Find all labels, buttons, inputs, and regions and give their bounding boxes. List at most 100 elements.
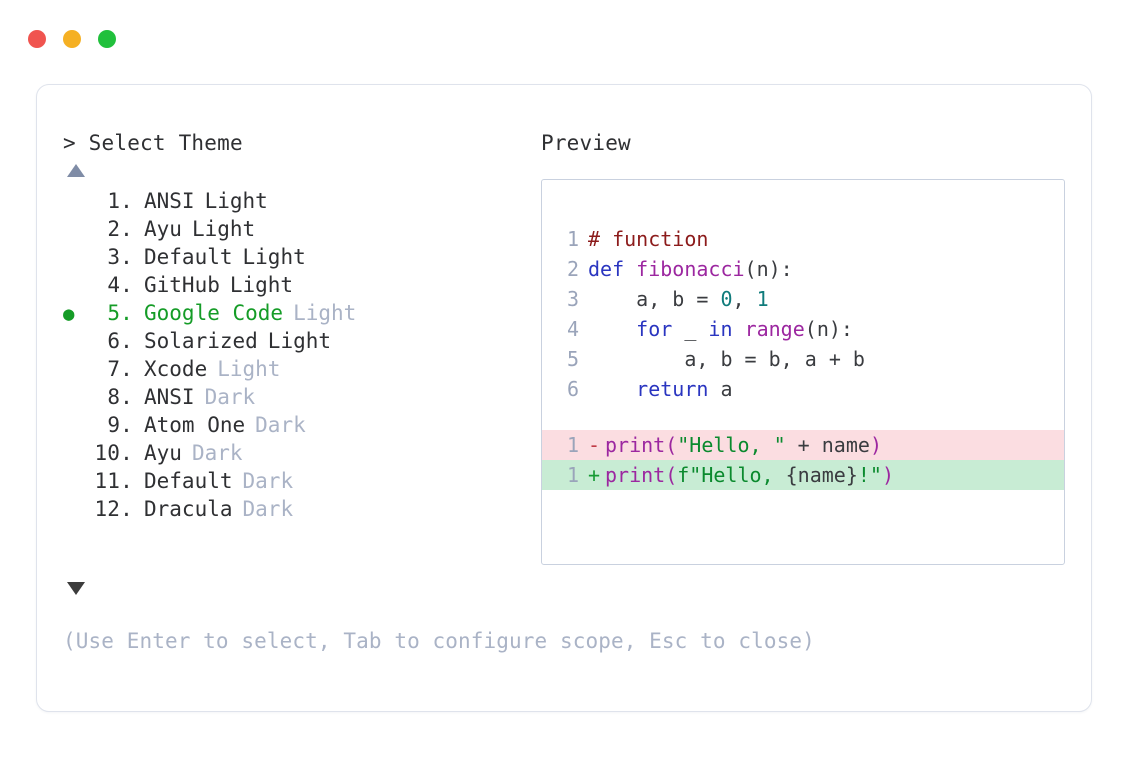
code-token: range [744,317,805,341]
code-token: print [605,463,666,487]
theme-item-variant: Light [267,329,332,353]
code-token [588,377,636,401]
theme-item-name: ANSI [144,189,195,213]
diff-marker: - [588,433,601,457]
code-line-text: return a [588,374,733,404]
code-token: a [708,377,733,401]
diff-line-add: 1 +print(f"Hello, {name}!") [542,460,1064,490]
selection-bullet-icon: ● [63,328,87,356]
theme-item-name: Atom One [144,413,246,437]
theme-item-variant: Dark [191,441,243,465]
theme-item-variant: Light [242,245,306,269]
code-token: 1 [756,287,769,311]
picker-prompt: > Select Theme [63,131,243,155]
code-line-number: 4 [566,317,579,341]
theme-item-index: 5. [107,301,133,325]
code-token: fibonacci [636,257,745,281]
theme-list-item[interactable]: ● 5. Google Code Light [63,299,533,327]
window-controls [28,30,116,48]
diff-line-number: 1 [566,433,579,457]
preview-title: Preview [541,131,631,155]
selection-bullet-icon: ● [63,244,87,272]
code-token: _ [672,317,709,341]
code-token: return [636,377,709,401]
code-line-text: a, b = b, a + b [588,344,865,374]
diff-line-number: 1 [566,463,579,487]
selection-bullet-icon: ● [63,356,87,384]
code-token: print [605,433,666,457]
theme-item-name: Ayu [144,441,182,465]
selection-bullet-icon: ● [63,496,87,524]
keyboard-hint: (Use Enter to select, Tab to configure s… [63,629,815,653]
theme-item-variant: Light [191,217,256,241]
code-token: !" [857,463,882,487]
scroll-up-icon[interactable] [67,164,85,177]
code-token: ( [665,463,678,487]
code-token: (n): [804,317,853,341]
code-line-text: a, b = 0, 1 [588,284,769,314]
diff-line-text: print("Hello, " + name) [605,430,882,460]
theme-item-index: 7. [107,357,133,381]
code-line-number: 3 [566,287,579,311]
code-line: 1# function [542,224,1064,254]
selection-bullet-icon: ● [63,440,87,468]
theme-item-name: Solarized [144,329,258,353]
code-token: (n): [744,257,793,281]
theme-item-variant: Light [217,357,281,381]
theme-item-index: 2. [107,217,133,241]
close-dot[interactable] [28,30,46,48]
theme-item-index: 3. [107,245,133,269]
code-spacer [542,404,1064,430]
code-token: ( [665,433,678,457]
theme-item-index: 8. [107,385,133,409]
theme-item-index: 4. [107,273,133,297]
theme-item-name: ANSI [144,385,195,409]
code-token: for [636,317,673,341]
code-line: 2 def fibonacci(n): [542,254,1064,284]
theme-item-variant: Light [229,273,294,297]
selection-bullet-icon: ● [63,303,75,325]
theme-item-name: Ayu [144,217,182,241]
code-token: 0 [720,287,733,311]
code-token: a, b = [588,287,721,311]
theme-item-name: Google Code [144,301,284,325]
code-line-number: 2 [566,257,579,281]
theme-item-name: GitHub [144,273,220,297]
theme-item-variant: Dark [255,413,306,437]
code-line: 6 return a [542,374,1064,404]
diff-line-text: print(f"Hello, {name}!") [605,460,894,490]
selection-bullet-icon: ● [63,188,87,216]
selection-bullet-icon: ● [63,384,87,412]
theme-item-variant: Dark [242,469,294,493]
code-line: 4 for _ in range(n): [542,314,1064,344]
code-token: def [588,257,637,281]
theme-list-item[interactable]: ● 2. Ayu Light [63,215,533,243]
scroll-down-icon[interactable] [67,582,85,595]
code-line-number: 6 [566,377,579,401]
theme-picker-pane: > Select Theme ●1.ANSILight●2.AyuLight●3… [63,129,533,539]
code-token: # function [588,227,709,251]
code-token: ) [881,463,895,487]
theme-item-name: Dracula [144,497,233,521]
minimize-dot[interactable] [63,30,81,48]
code-token: , [732,287,757,311]
theme-item-index: 11. [94,469,133,493]
theme-selector-card: > Select Theme ●1.ANSILight●2.AyuLight●3… [36,84,1092,712]
diff-marker: + [588,463,601,487]
selection-bullet-icon: ● [63,216,87,244]
maximize-dot[interactable] [98,30,116,48]
theme-item-variant: Light [293,301,357,325]
code-token: in [708,317,733,341]
diff-line-del: 1-print("Hello, " + name) [542,430,1064,460]
